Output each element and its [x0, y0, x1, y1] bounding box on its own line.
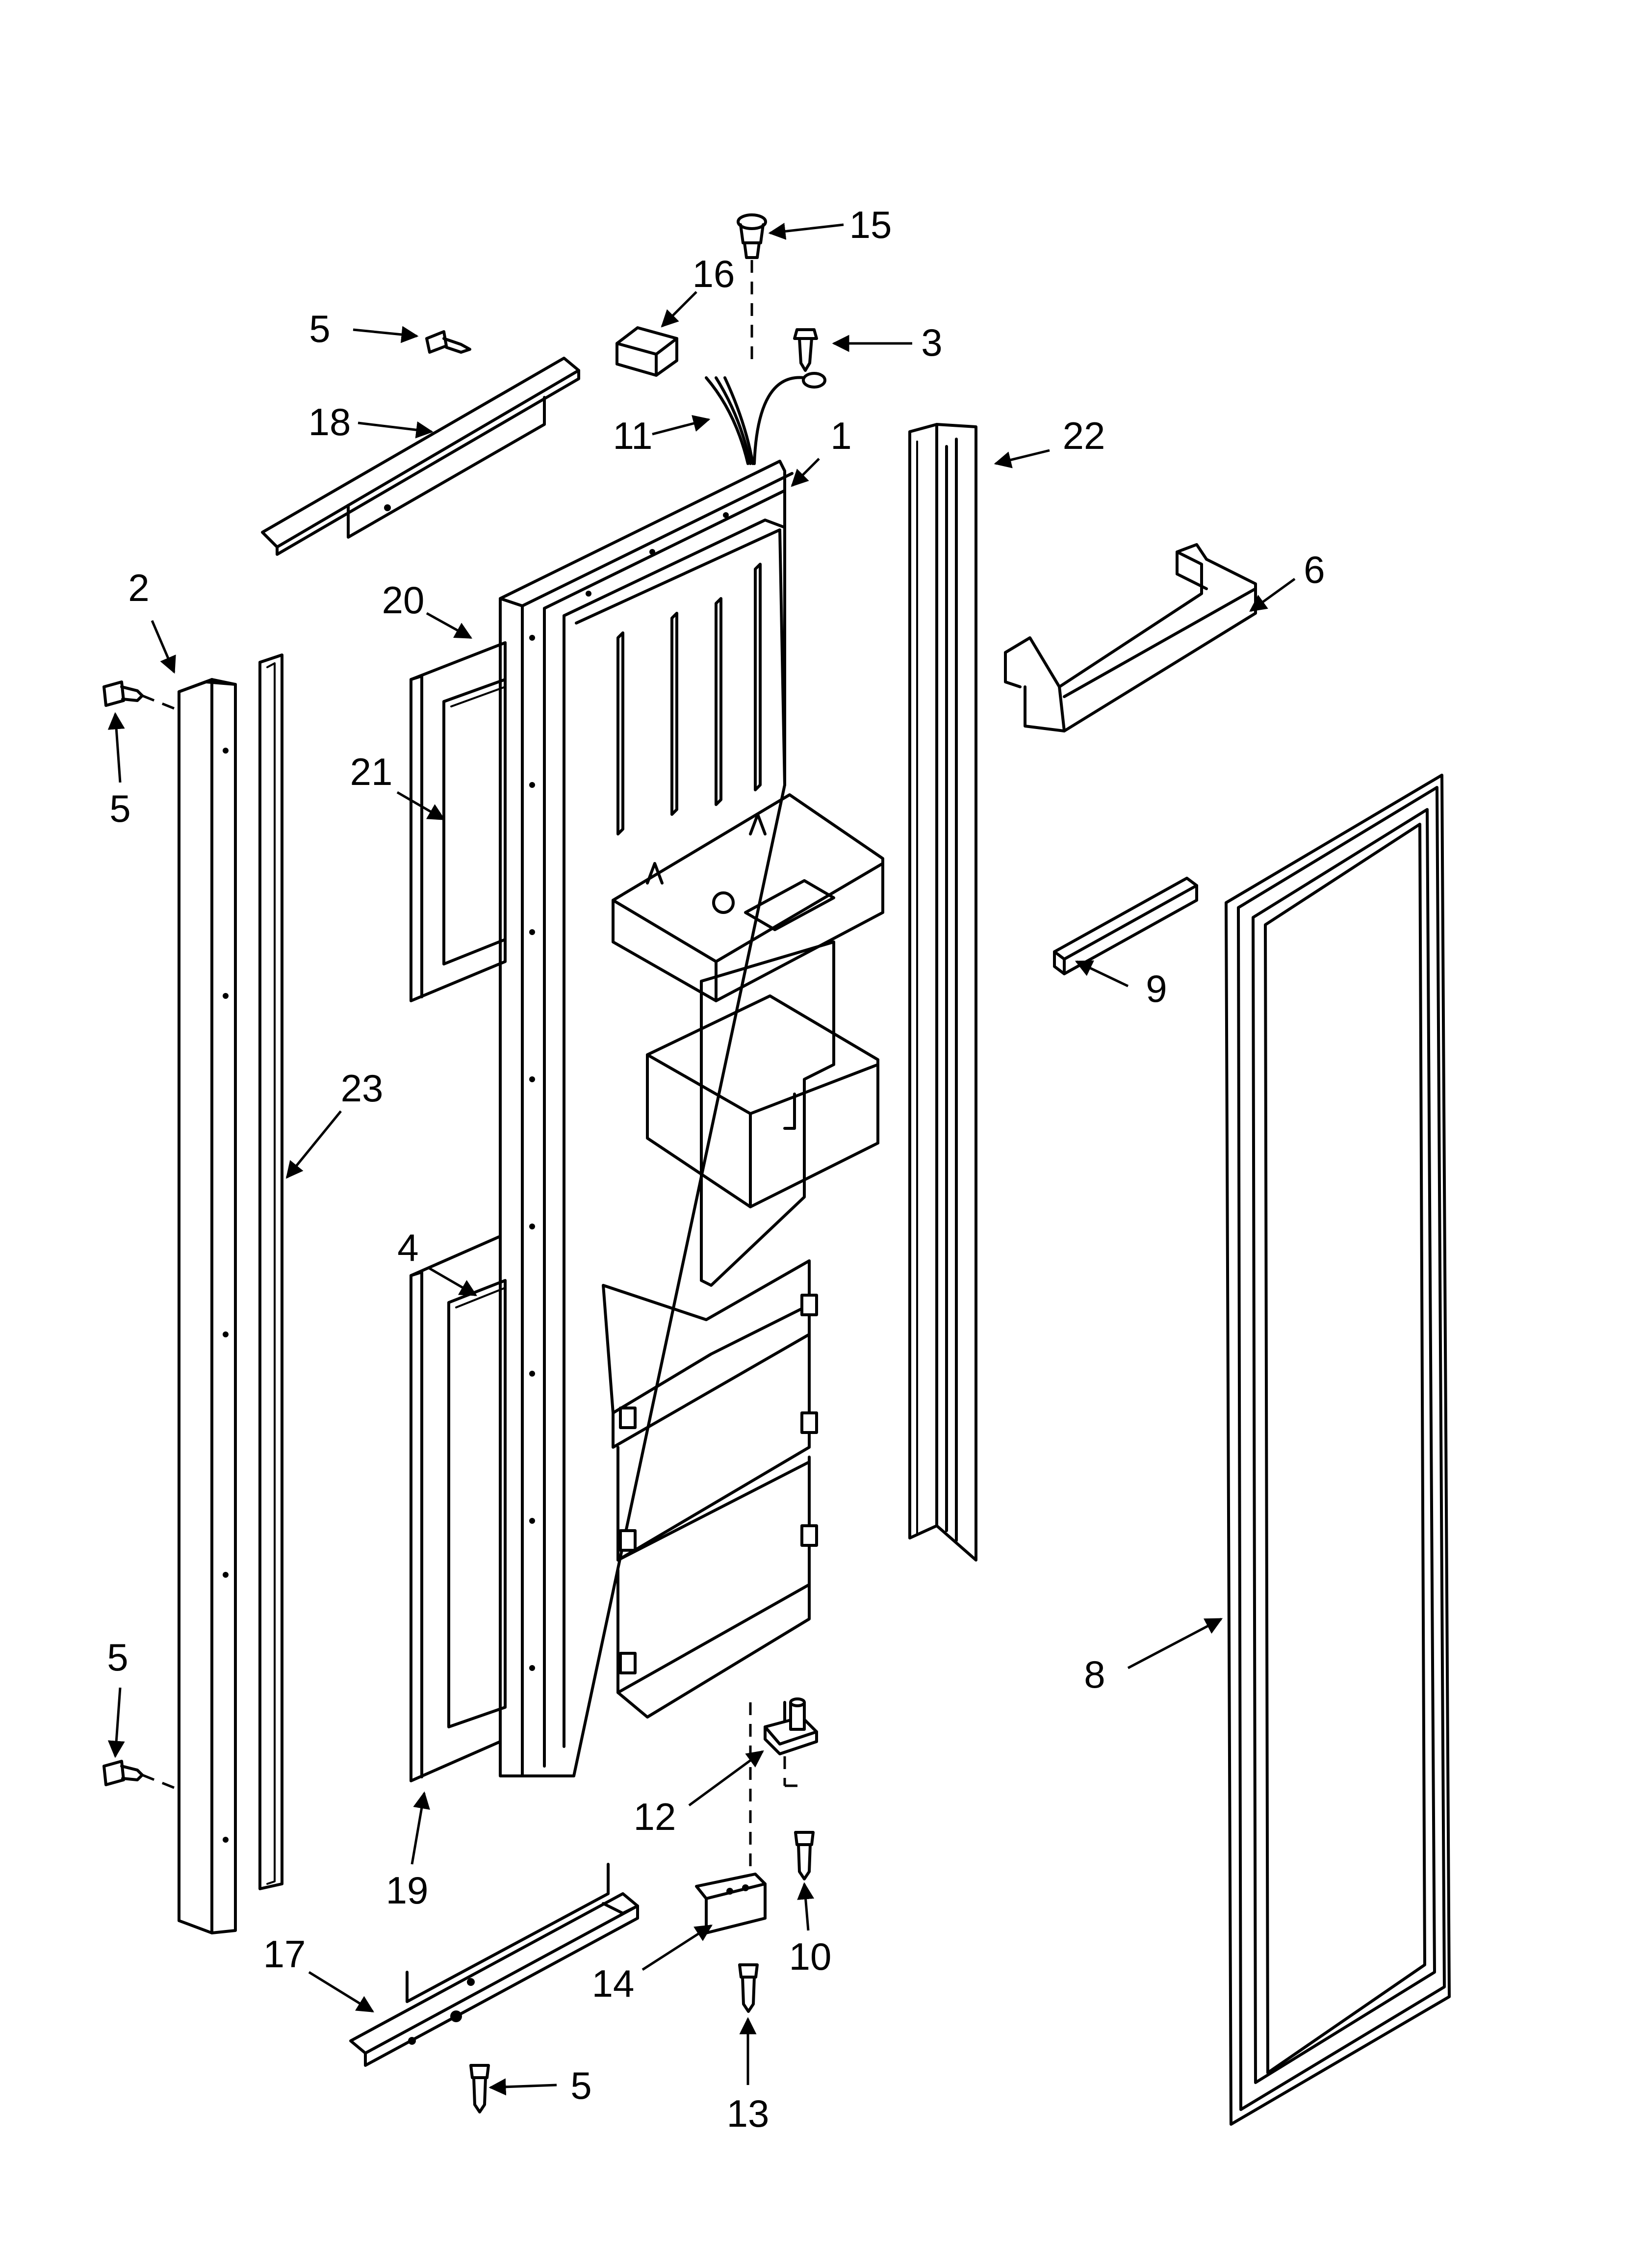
- part-11-wire-harness: [705, 372, 826, 465]
- callout-21: 21: [350, 750, 393, 793]
- part-15-plug: [737, 213, 767, 259]
- part-17-bottom-trim: [349, 1863, 639, 2067]
- part-5-screw-top: [425, 330, 471, 354]
- part-19-lower-panel: [410, 1235, 502, 1782]
- callout-12: 12: [634, 1795, 676, 1838]
- part-14-hinge-plate: [695, 1873, 767, 1934]
- callout-10: 10: [789, 1935, 832, 1978]
- part-23-gasket-strip: [258, 653, 283, 1890]
- part-20-upper-panel: [410, 641, 507, 1002]
- part-22-gasket-channel: [908, 423, 977, 1562]
- callout-5-left-upper: 5: [109, 787, 130, 830]
- callout-1: 1: [830, 414, 851, 457]
- callout-9: 9: [1146, 967, 1167, 1010]
- part-6-door-bin: [1004, 543, 1257, 732]
- callout-3: 3: [921, 321, 942, 364]
- part-21-upper-liner: [442, 678, 507, 965]
- callout-22: 22: [1063, 414, 1105, 457]
- callout-6: 6: [1304, 548, 1325, 591]
- callout-20: 20: [382, 578, 425, 622]
- callout-13: 13: [727, 2092, 770, 2135]
- callout-15: 15: [849, 203, 892, 246]
- callout-5-bottom: 5: [570, 2064, 591, 2107]
- part-8-door-gasket: [1225, 774, 1451, 2126]
- part-18-top-trim: [261, 357, 580, 556]
- callout-23: 23: [341, 1067, 384, 1110]
- screw-dash-left-upper: [142, 694, 182, 713]
- part-9-trim-strip: [1053, 877, 1198, 975]
- callout-11: 11: [613, 414, 653, 457]
- callout-16: 16: [693, 252, 735, 295]
- part-12-hinge-bracket: [764, 1697, 818, 1755]
- callout-2: 2: [128, 566, 149, 609]
- callout-18: 18: [308, 400, 351, 443]
- part-5-screw-left-upper: [103, 680, 144, 707]
- part-5-screw-bottom: [469, 2064, 490, 2113]
- callout-5-top: 5: [309, 307, 330, 350]
- callout-5-left-lower: 5: [107, 1636, 128, 1679]
- part-3-screw: [793, 328, 818, 372]
- part-2-side-trim: [178, 678, 237, 1934]
- part-16-connector: [616, 326, 678, 377]
- callout-17: 17: [263, 1932, 306, 1976]
- leader-lines: [107, 223, 1296, 2096]
- part-5-screw-left-lower: [103, 1760, 144, 1786]
- callout-4: 4: [397, 1226, 418, 1269]
- part-4-lower-liner: [447, 1279, 507, 1728]
- screw-dash-left-lower: [142, 1773, 182, 1792]
- callout-labels: 15 16 3 5 18 11 1 22 2 5 20 6 21 9 23 4 …: [107, 203, 1325, 2135]
- part-10-screw: [794, 1831, 815, 1880]
- callout-14: 14: [592, 1962, 635, 2005]
- part-1-door-assembly: [499, 460, 884, 1777]
- part-13-screw: [738, 1963, 759, 2013]
- callout-8: 8: [1084, 1653, 1105, 1696]
- callout-19: 19: [386, 1869, 429, 1912]
